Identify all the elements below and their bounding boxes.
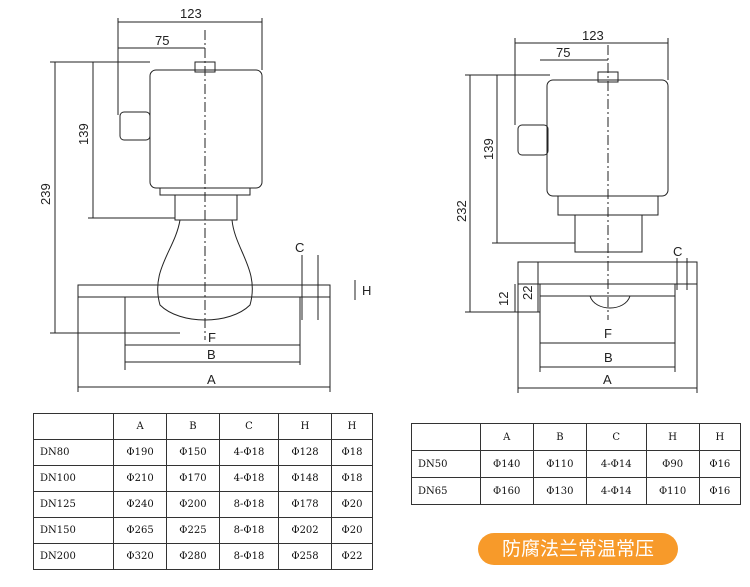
table-cell: Φ140 xyxy=(479,450,534,478)
table-cell: Φ18 xyxy=(330,465,374,492)
column-header: A xyxy=(479,423,534,451)
dim-C: C xyxy=(295,240,304,255)
table-cell: Φ202 xyxy=(278,517,332,544)
table-cell: DN200 xyxy=(32,543,115,570)
dim-A: A xyxy=(207,372,216,387)
table-cell: Φ178 xyxy=(278,491,332,518)
table-cell: DN80 xyxy=(32,439,115,466)
table-cell: Φ258 xyxy=(278,543,332,570)
dim-139: 139 xyxy=(76,123,91,145)
table-cell: Φ20 xyxy=(330,517,374,544)
table-cell: DN65 xyxy=(411,477,481,505)
table-cell: Φ320 xyxy=(113,543,167,570)
column-header: C xyxy=(218,413,280,440)
svg-text:75: 75 xyxy=(556,45,570,60)
right-drawing: 123 75 232 139 12 22 C F B A xyxy=(454,28,698,393)
table-cell: Φ110 xyxy=(532,450,587,478)
table-cell: Φ110 xyxy=(645,477,700,505)
column-header: C xyxy=(585,423,647,451)
table-cell: Φ200 xyxy=(166,491,220,518)
table-cell: 8-Φ18 xyxy=(218,491,280,518)
dim-B: B xyxy=(207,347,216,362)
dim-H: H xyxy=(362,283,371,298)
table-cell: DN100 xyxy=(32,465,115,492)
svg-text:232: 232 xyxy=(454,200,469,222)
table-cell: Φ265 xyxy=(113,517,167,544)
table-cell: Φ240 xyxy=(113,491,167,518)
svg-text:A: A xyxy=(603,372,612,387)
svg-text:C: C xyxy=(673,244,682,259)
table-cell: Φ130 xyxy=(532,477,587,505)
product-type-badge: 防腐法兰常温常压 xyxy=(478,533,678,565)
dim-F: F xyxy=(208,330,216,345)
column-header: B xyxy=(166,413,220,440)
table-cell: Φ160 xyxy=(479,477,534,505)
dim-123: 123 xyxy=(180,6,202,21)
table-cell: Φ280 xyxy=(166,543,220,570)
table-cell: Φ20 xyxy=(330,491,374,518)
table-cell: Φ90 xyxy=(645,450,700,478)
table-cell: 4-Φ18 xyxy=(218,439,280,466)
table-cell: Φ148 xyxy=(278,465,332,492)
column-header xyxy=(411,423,481,451)
svg-text:B: B xyxy=(604,350,613,365)
svg-text:12: 12 xyxy=(496,292,511,306)
cable-gland xyxy=(517,124,549,156)
column-header: A xyxy=(113,413,167,440)
flange xyxy=(77,284,331,298)
cable-gland xyxy=(119,111,151,141)
left-drawing: 123 75 239 139 C H F B A xyxy=(38,6,371,392)
table-cell: 8-Φ18 xyxy=(218,543,280,570)
dim-239: 239 xyxy=(38,183,53,205)
svg-text:F: F xyxy=(604,326,612,341)
svg-text:22: 22 xyxy=(520,286,535,300)
dim-75: 75 xyxy=(155,33,169,48)
table-cell: Φ16 xyxy=(698,477,742,505)
table-cell: 4-Φ18 xyxy=(218,465,280,492)
table-cell: Φ16 xyxy=(698,450,742,478)
table-cell: DN125 xyxy=(32,491,115,518)
table-cell: Φ210 xyxy=(113,465,167,492)
table-cell: Φ22 xyxy=(330,543,374,570)
column-header: H xyxy=(278,413,332,440)
column-header: B xyxy=(532,423,587,451)
table-cell: DN150 xyxy=(32,517,115,544)
table-cell: Φ128 xyxy=(278,439,332,466)
column-header xyxy=(32,413,115,440)
column-header: H xyxy=(645,423,700,451)
column-header: H xyxy=(330,413,374,440)
table-cell: Φ225 xyxy=(166,517,220,544)
table-cell: 4-Φ14 xyxy=(585,477,647,505)
svg-text:139: 139 xyxy=(481,138,496,160)
table-cell: Φ150 xyxy=(166,439,220,466)
table-cell: Φ18 xyxy=(330,439,374,466)
table-cell: 4-Φ14 xyxy=(585,450,647,478)
table-cell: DN50 xyxy=(411,450,481,478)
table-cell: Φ190 xyxy=(113,439,167,466)
table-cell: 8-Φ18 xyxy=(218,517,280,544)
column-header: H xyxy=(698,423,742,451)
housing xyxy=(149,69,263,189)
table-cell: Φ170 xyxy=(166,465,220,492)
svg-text:123: 123 xyxy=(582,28,604,43)
